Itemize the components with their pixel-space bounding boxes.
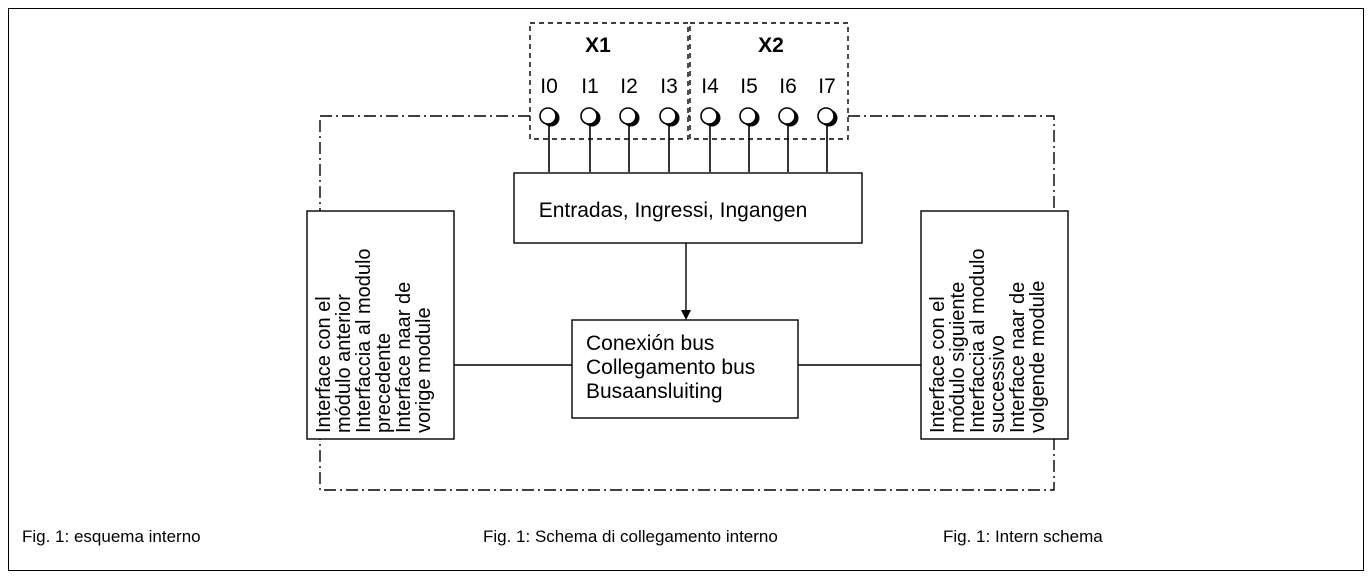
pin-wires (548, 125, 828, 172)
right-interface-block (920, 210, 1069, 440)
connector-x1-label: X1 (585, 34, 611, 57)
terminal-i2-icon (619, 107, 640, 127)
terminal-i5-icon (739, 107, 760, 127)
right-interface-text: Interface con el módulo siguiente Interf… (927, 248, 1049, 433)
caption-spanish: Fig. 1: esquema interno (22, 527, 201, 546)
caption-dutch: Fig. 1: Intern schema (943, 527, 1103, 546)
pin-label-i2: I2 (620, 75, 638, 98)
right-interface-line-2: módulo siguiente (947, 282, 969, 433)
pin-label-i4: I4 (701, 75, 719, 98)
left-interface-block (306, 210, 455, 440)
inputs-block-label: Entradas, Ingressi, Ingangen (539, 199, 808, 222)
terminal-i3-icon (659, 107, 680, 127)
right-interface-line-4: successivo (987, 335, 1009, 433)
terminal-i7-icon (817, 107, 838, 127)
pin-label-i6: I6 (779, 75, 797, 98)
terminal-i1-icon (580, 107, 601, 127)
terminal-i4-icon (700, 107, 721, 127)
right-interface-line-3: Interfaccia al modulo (967, 248, 989, 433)
left-interface-line-3: Interfaccia al modulo (353, 248, 375, 433)
left-interface-line-5: Interface naar de (393, 282, 415, 433)
inputs-block (513, 172, 863, 244)
left-interface-line-2: módulo anterior (333, 294, 355, 433)
bus-block-line-2: Collegamento bus (586, 356, 755, 379)
caption-italian: Fig. 1: Schema di collegamento interno (483, 527, 778, 546)
right-interface-line-5: Interface naar de (1007, 282, 1029, 433)
pin-label-i7: I7 (818, 75, 836, 98)
pin-label-i0: I0 (540, 75, 558, 98)
pin-label-i1: I1 (581, 75, 599, 98)
left-interface-line-4: precedente (373, 333, 395, 433)
terminal-i0-icon (539, 107, 560, 127)
bus-block-line-1: Conexión bus (586, 332, 714, 355)
right-interface-line-1: Interface con el (927, 296, 949, 433)
connector-x2-label: X2 (758, 34, 784, 57)
left-interface-line-6: vorige module (413, 307, 435, 433)
left-interface-line-1: Interface con el (313, 296, 335, 433)
pin-terminals (539, 107, 838, 127)
pin-label-i5: I5 (740, 75, 758, 98)
terminal-i6-icon (778, 107, 799, 127)
bus-block (571, 319, 799, 419)
figure-frame (8, 8, 1364, 571)
pin-label-i3: I3 (660, 75, 678, 98)
bus-block-line-3: Busaansluiting (586, 380, 723, 403)
left-interface-text: Interface con el módulo anterior Interfa… (313, 248, 435, 433)
right-interface-line-6: volgende module (1027, 281, 1049, 433)
